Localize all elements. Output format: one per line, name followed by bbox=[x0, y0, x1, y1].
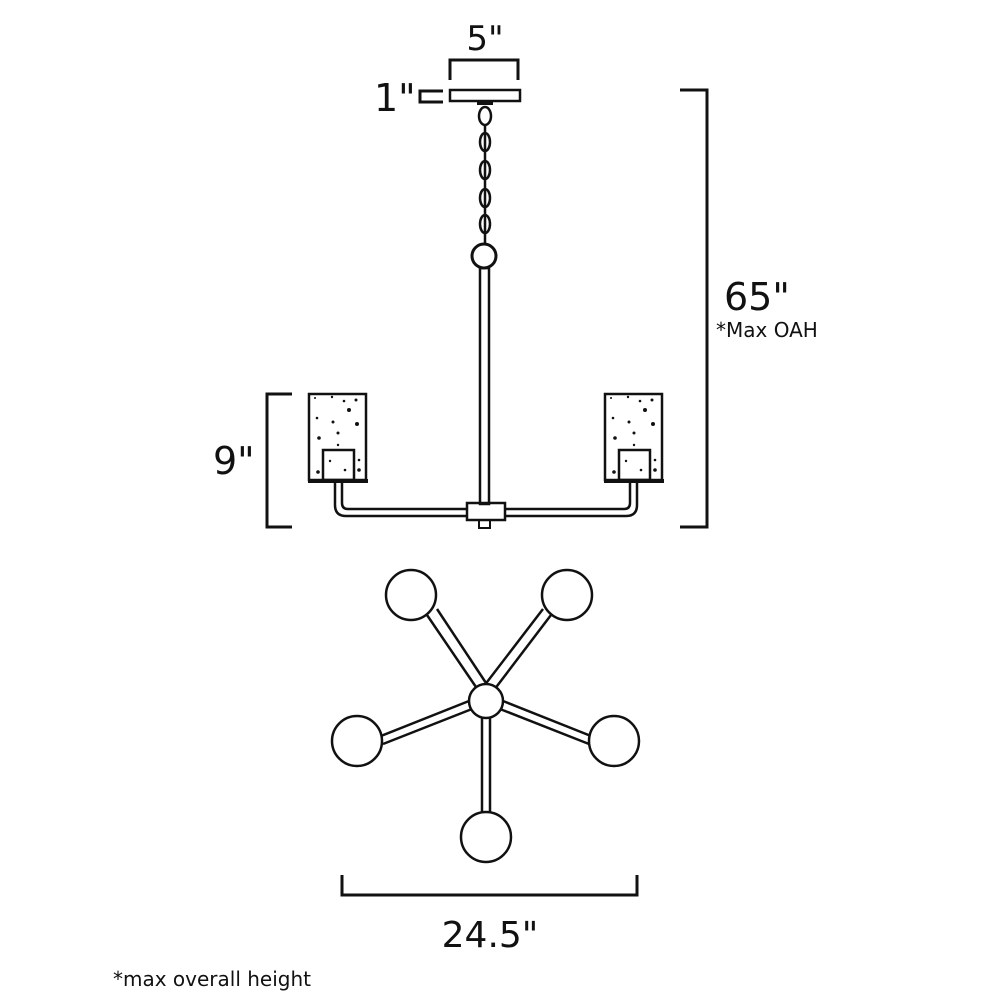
shade-height-bracket bbox=[265, 392, 292, 529]
center-body bbox=[465, 501, 507, 522]
finial bbox=[478, 519, 491, 529]
top-view-arms bbox=[380, 608, 592, 812]
canopy-width-label: 5" bbox=[466, 19, 503, 59]
left-shade bbox=[307, 392, 368, 483]
canopy-hook bbox=[477, 101, 493, 105]
overall-width-bracket bbox=[340, 875, 639, 897]
overall-height-note: *Max OAH bbox=[716, 318, 818, 342]
canopy-height-bracket bbox=[418, 89, 443, 104]
chain bbox=[477, 105, 493, 244]
right-arm bbox=[505, 483, 639, 518]
stem bbox=[478, 266, 491, 506]
shade-height-label: 9" bbox=[213, 439, 255, 483]
top-view-globe bbox=[330, 714, 384, 768]
canopy bbox=[448, 88, 522, 103]
overall-width-label: 24.5" bbox=[442, 915, 539, 956]
top-view-globe bbox=[587, 714, 641, 768]
loop-ring bbox=[470, 242, 498, 270]
right-shade bbox=[603, 392, 664, 483]
top-view-globe bbox=[540, 568, 594, 622]
left-arm bbox=[333, 483, 467, 518]
top-view-hub bbox=[467, 682, 505, 720]
canopy-width-bracket bbox=[448, 58, 520, 80]
footnote: *max overall height bbox=[113, 967, 311, 991]
overall-height-label: 65" bbox=[724, 275, 790, 319]
top-view-globe bbox=[384, 568, 438, 622]
canopy-height-label: 1" bbox=[374, 76, 416, 120]
overall-height-bracket bbox=[680, 88, 709, 529]
top-view-globe bbox=[459, 810, 513, 864]
top-view bbox=[330, 568, 641, 864]
